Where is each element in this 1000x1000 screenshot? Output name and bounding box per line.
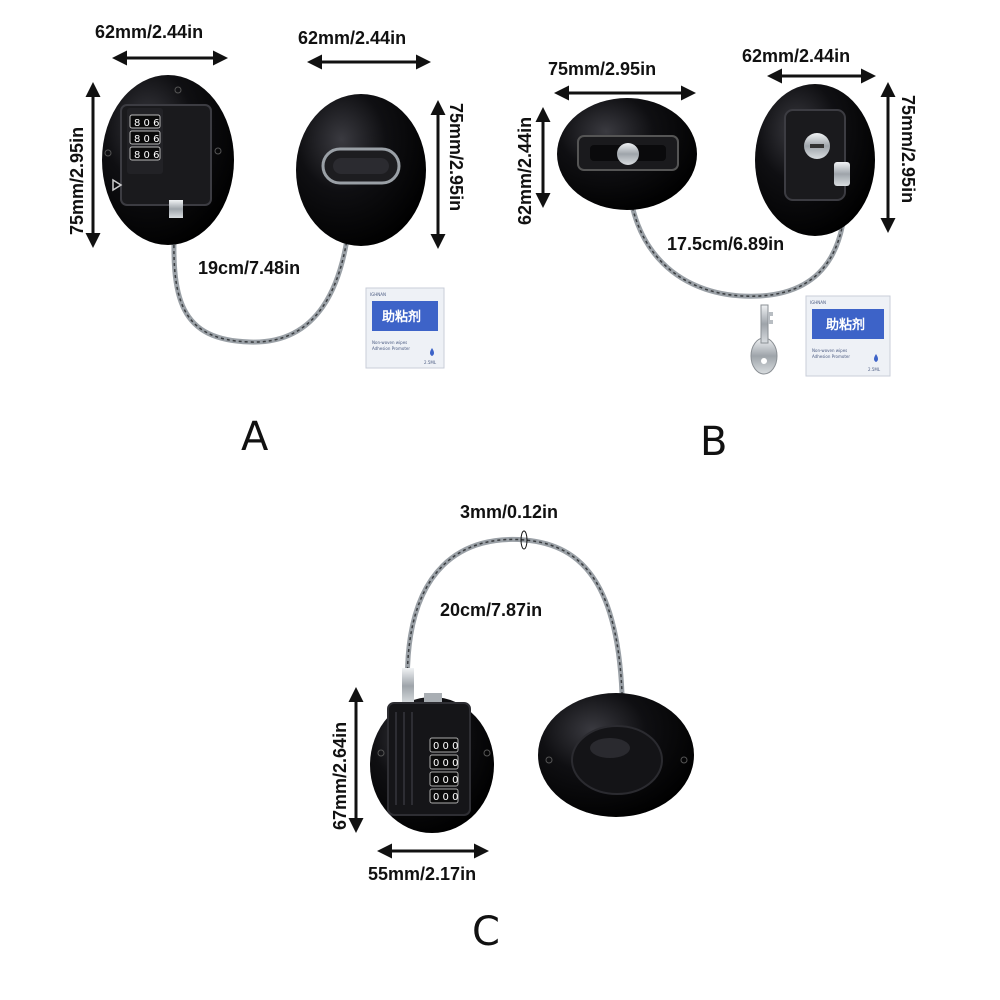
receiver-height-label: 62mm/2.44in	[515, 117, 535, 225]
lock-height-label: 75mm/2.95in	[67, 127, 87, 235]
receiver-height-label: 75mm/2.95in	[446, 103, 466, 211]
svg-text:0 0 0: 0 0 0	[433, 758, 458, 769]
variant-label-c: C	[472, 909, 500, 955]
key-icon	[750, 304, 778, 375]
cable-diameter-label: 3mm/0.12in	[460, 502, 558, 522]
cable-length-label: 20cm/7.87in	[440, 600, 542, 620]
receiver-width-label: 62mm/2.44in	[298, 28, 406, 48]
lock-height-label: 67mm/2.64in	[330, 722, 350, 830]
adhesion-promoter-package: IGHNAN 助粘剂 Non-woven wipes Adhesion Prom…	[365, 287, 445, 369]
svg-text:Adhesion Promoter: Adhesion Promoter	[372, 346, 410, 351]
steel-cable	[404, 536, 626, 748]
cable-diameter-marker	[520, 530, 528, 550]
cable-length-label: 19cm/7.48in	[198, 258, 300, 278]
variant-b: 75mm/2.95in 62mm/2.44in 62mm/2.44in 75mm…	[515, 46, 918, 465]
svg-text:助粘剂: 助粘剂	[382, 309, 421, 325]
combination-dials: 8 0 6 8 0 6 8 0 6	[129, 114, 161, 161]
svg-text:Adhesion Promoter: Adhesion Promoter	[812, 354, 850, 359]
lock-width-label: 55mm/2.17in	[368, 864, 476, 884]
variant-label-a: A	[241, 414, 269, 460]
lock-width-label: 62mm/2.44in	[742, 46, 850, 66]
svg-text:0 0 0: 0 0 0	[433, 741, 458, 752]
svg-text:8 0 6: 8 0 6	[134, 134, 159, 145]
lock-height-label: 75mm/2.95in	[898, 95, 918, 203]
combination-dials: 0 0 0 0 0 0 0 0 0 0 0 0	[429, 737, 459, 804]
lock-width-label: 62mm/2.44in	[95, 22, 203, 42]
receiver-width-label: 75mm/2.95in	[548, 59, 656, 79]
svg-text:8 0 6: 8 0 6	[134, 118, 159, 129]
svg-text:助粘剂: 助粘剂	[826, 317, 865, 333]
svg-text:IGHNAN: IGHNAN	[370, 292, 386, 297]
cable-length-label: 17.5cm/6.89in	[667, 234, 784, 254]
variant-c: 3mm/0.12in 20cm/7.87in 67mm/2.64in 55mm/…	[330, 502, 694, 955]
variant-label-b: B	[700, 419, 727, 465]
svg-text:8 0 6: 8 0 6	[134, 150, 159, 161]
combination-lock-housing	[387, 702, 471, 816]
svg-text:Non-woven wipes: Non-woven wipes	[372, 340, 407, 345]
svg-text:IGHNAN: IGHNAN	[810, 300, 826, 305]
svg-text:2.5ML: 2.5ML	[868, 367, 881, 372]
svg-text:0 0 0: 0 0 0	[433, 792, 458, 803]
adhesion-promoter-package: IGHNAN 助粘剂 Non-woven wipes Adhesion Prom…	[805, 295, 891, 377]
svg-text:Non-woven wipes: Non-woven wipes	[812, 348, 847, 353]
svg-text:0 0 0: 0 0 0	[433, 775, 458, 786]
variant-a: 62mm/2.44in 62mm/2.44in 75mm/2.95in 75mm…	[67, 22, 466, 460]
receiver-dome	[571, 725, 663, 795]
svg-text:2.5ML: 2.5ML	[424, 360, 437, 365]
